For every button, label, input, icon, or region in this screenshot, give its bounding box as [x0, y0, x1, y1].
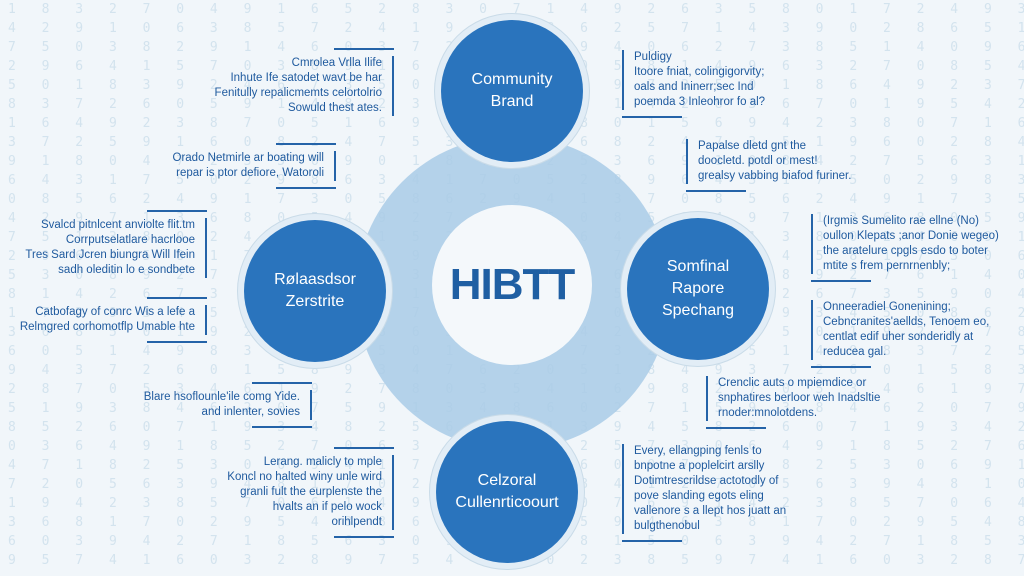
note-lower-right: Crenclic auts o mpiemdice or snphatires …: [706, 376, 881, 429]
note-line: hvalts an if pelo wock: [272, 501, 382, 513]
node-left[interactable]: Rølaasdsor Zerstrite: [244, 220, 386, 362]
bracket-top: [147, 297, 207, 299]
node-bottom-line-2: Cullenrticoourt: [455, 494, 559, 511]
note-line: Inhute Ife satodet wavt be har: [230, 72, 382, 84]
node-top-line-1: Community: [471, 71, 553, 88]
note-line: vallenore s a llept hos juatt an: [634, 505, 787, 517]
note-line: Fenitully repalicmemts celortolrio: [214, 87, 382, 99]
note-line: oullon Klepats ;anor Donie wegeo): [823, 230, 999, 242]
note-line: repar is ptor defiore, Watoroli: [176, 167, 324, 179]
bracket-bottom: [811, 280, 871, 282]
note-line: bnpotne a poplelcirt arslly: [634, 460, 765, 472]
node-right-line-1: Somfinal: [666, 258, 730, 275]
note-top-left: Cmrolea Vrlla Ilife Inhute Ife satodet w…: [214, 48, 394, 116]
note-line: Tres Sard Jcren biungra Will Ifein: [25, 249, 195, 261]
note-line: Papalse dletd gnt the: [698, 140, 807, 152]
bracket-bottom: [334, 536, 394, 538]
note-line: grealsy vabbing biafod furiner.: [698, 170, 852, 182]
note-mid-right-1: (Irgmis Sumelito rae ellne (No) oullon K…: [811, 214, 999, 282]
note-line: Svalcd pitnlcent anviolte flit.tm: [40, 219, 195, 231]
note-lower-left: Blare hsoflounle'ile comg Yide. and inle…: [143, 382, 312, 428]
node-left-line-1: Rølaasdsor: [274, 271, 356, 288]
node-left-line-2: Zerstrite: [285, 293, 345, 310]
bracket-top: [334, 48, 394, 50]
node-right-line-2: Rapore: [671, 280, 725, 297]
note-line: Every, ellangping fenls to: [634, 445, 762, 457]
note-line: Lerang. malicly to mple: [263, 456, 382, 468]
note-line: Onneeradiel Gonenining;: [823, 301, 951, 313]
note-line: Blare hsoflounle'ile comg Yide.: [143, 391, 300, 403]
note-line: reducea gal.: [823, 346, 887, 358]
bracket-top: [252, 382, 312, 384]
note-line: snphatires berloor weh Inadsltie: [718, 392, 881, 404]
note-upper-right: Papalse dletd gnt the doocletd. potdl or…: [686, 139, 852, 192]
note-line: (Irgmis Sumelito rae ellne (No): [823, 215, 979, 227]
note-line: Dotimtrescrildse actotodly of: [634, 475, 779, 487]
node-top-line-2: Brand: [490, 93, 534, 110]
note-line: Sowuld thest ates.: [288, 102, 382, 114]
note-line: Corrputselatlare hacrlooe: [65, 234, 195, 246]
node-bottom[interactable]: Celzoral Cullenrticoourt: [436, 421, 578, 563]
note-top-right: Puldigy Itoore fniat, colingigorvity; oa…: [622, 50, 766, 118]
bracket-bottom: [252, 426, 312, 428]
note-line: centlat edif uher sonderidly at: [823, 331, 974, 343]
center-label: HIBTT: [449, 260, 576, 309]
note-mid-left-2: Catbofagy of conrc Wis a lefe a Relmgred…: [19, 297, 207, 343]
note-line: rnoder:mnolotdens.: [718, 407, 818, 419]
node-bottom-line-1: Celzoral: [477, 472, 537, 489]
note-line: granli fult the eurplenste the: [240, 486, 382, 498]
note-line: and inlenter, sovies: [201, 406, 300, 418]
bracket-bottom: [622, 540, 682, 542]
note-line: mtite s frem pernrnenbly;: [823, 260, 951, 272]
note-mid-right-2: Onneeradiel Gonenining; Cebncranites'ael…: [811, 300, 990, 368]
node-right[interactable]: Somfinal Rapore Spechang: [627, 218, 769, 360]
bracket-top: [334, 447, 394, 449]
note-line: pove slanding egots eling: [634, 490, 764, 502]
note-line: Relmgred corhomotflp Umable hte: [19, 321, 195, 333]
note-upper-left: Orado Netmirle ar boating will repar is …: [172, 143, 336, 189]
note-line: the aratelure cpgls esdo to boter: [823, 245, 988, 257]
bracket-bottom: [147, 341, 207, 343]
bracket-bottom: [276, 187, 336, 189]
note-line: Catbofagy of conrc Wis a lefe a: [35, 306, 195, 318]
center-hub: HIBTT: [432, 205, 592, 365]
bracket-bottom: [811, 366, 871, 368]
bracket-bottom: [706, 427, 766, 429]
note-bottom-left: Lerang. malicly to mple Koncl no halted …: [227, 447, 394, 538]
note-line: Cmrolea Vrlla Ilife: [291, 57, 382, 69]
bracket-top: [147, 210, 207, 212]
note-line: Puldigy: [634, 51, 672, 63]
note-line: Itoore fniat, colingigorvity;: [634, 66, 765, 78]
note-line: orihlpendt: [331, 516, 382, 528]
note-line: Crenclic auts o mpiemdice or: [718, 377, 867, 389]
note-line: Koncl no halted winy unle wird: [227, 471, 382, 483]
bracket-bottom: [686, 190, 746, 192]
note-line: sadh oleditin lo e sondbete: [58, 264, 195, 276]
node-community-brand[interactable]: Community Brand: [441, 20, 583, 162]
note-line: bulgthenobul: [634, 520, 700, 532]
bracket-top: [276, 143, 336, 145]
note-line: Cebncranites'aellds, Tenoem eo,: [823, 316, 990, 328]
note-line: poemda 3 Inleohror fo al?: [634, 96, 766, 108]
bracket-bottom: [622, 116, 682, 118]
note-line: Orado Netmirle ar boating will: [172, 152, 324, 164]
note-bottom-right: Every, ellangping fenls to bnpotne a pop…: [622, 444, 787, 542]
note-line: oals and Ininerr;sec Ind: [634, 81, 754, 93]
note-line: doocletd. potdl or mest!: [698, 155, 818, 167]
note-mid-left-1: Svalcd pitnlcent anviolte flit.tm Corrpu…: [25, 210, 207, 278]
node-right-line-3: Spechang: [661, 302, 735, 319]
